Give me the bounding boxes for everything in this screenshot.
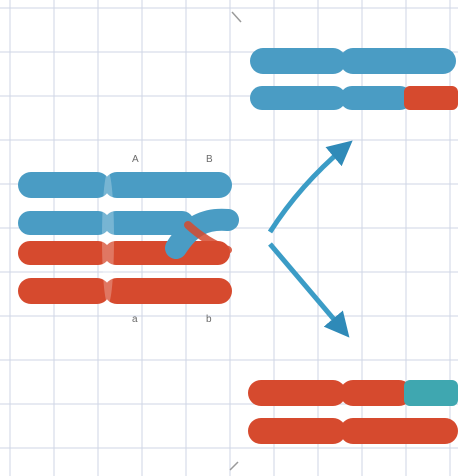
chiasma-red-arm xyxy=(184,221,232,254)
arrow-to-bottom-product xyxy=(268,242,350,338)
gene-label-a: a xyxy=(132,314,138,325)
gene-label-B: B xyxy=(206,154,213,165)
exchanged-blue-segment xyxy=(404,380,458,406)
product-red-chromosome xyxy=(248,380,458,444)
blue-chromatid-2 xyxy=(18,211,194,235)
arrow-to-top-product xyxy=(267,140,353,234)
product-blue-chromosome xyxy=(250,48,458,110)
red-chromatid-2 xyxy=(18,278,232,304)
arrows xyxy=(267,140,353,338)
centromere xyxy=(102,172,114,304)
homologous-pair-before xyxy=(18,172,239,304)
exchanged-red-segment xyxy=(404,86,458,110)
red-chromatid-1 xyxy=(18,241,230,265)
chiasma-blue-arm xyxy=(165,208,239,259)
pencil-marks xyxy=(229,11,242,471)
gene-labels: A B a b xyxy=(132,154,213,325)
gene-label-b: b xyxy=(206,314,212,325)
blue-chromatid-1 xyxy=(18,172,232,198)
gene-label-A: A xyxy=(132,154,139,165)
